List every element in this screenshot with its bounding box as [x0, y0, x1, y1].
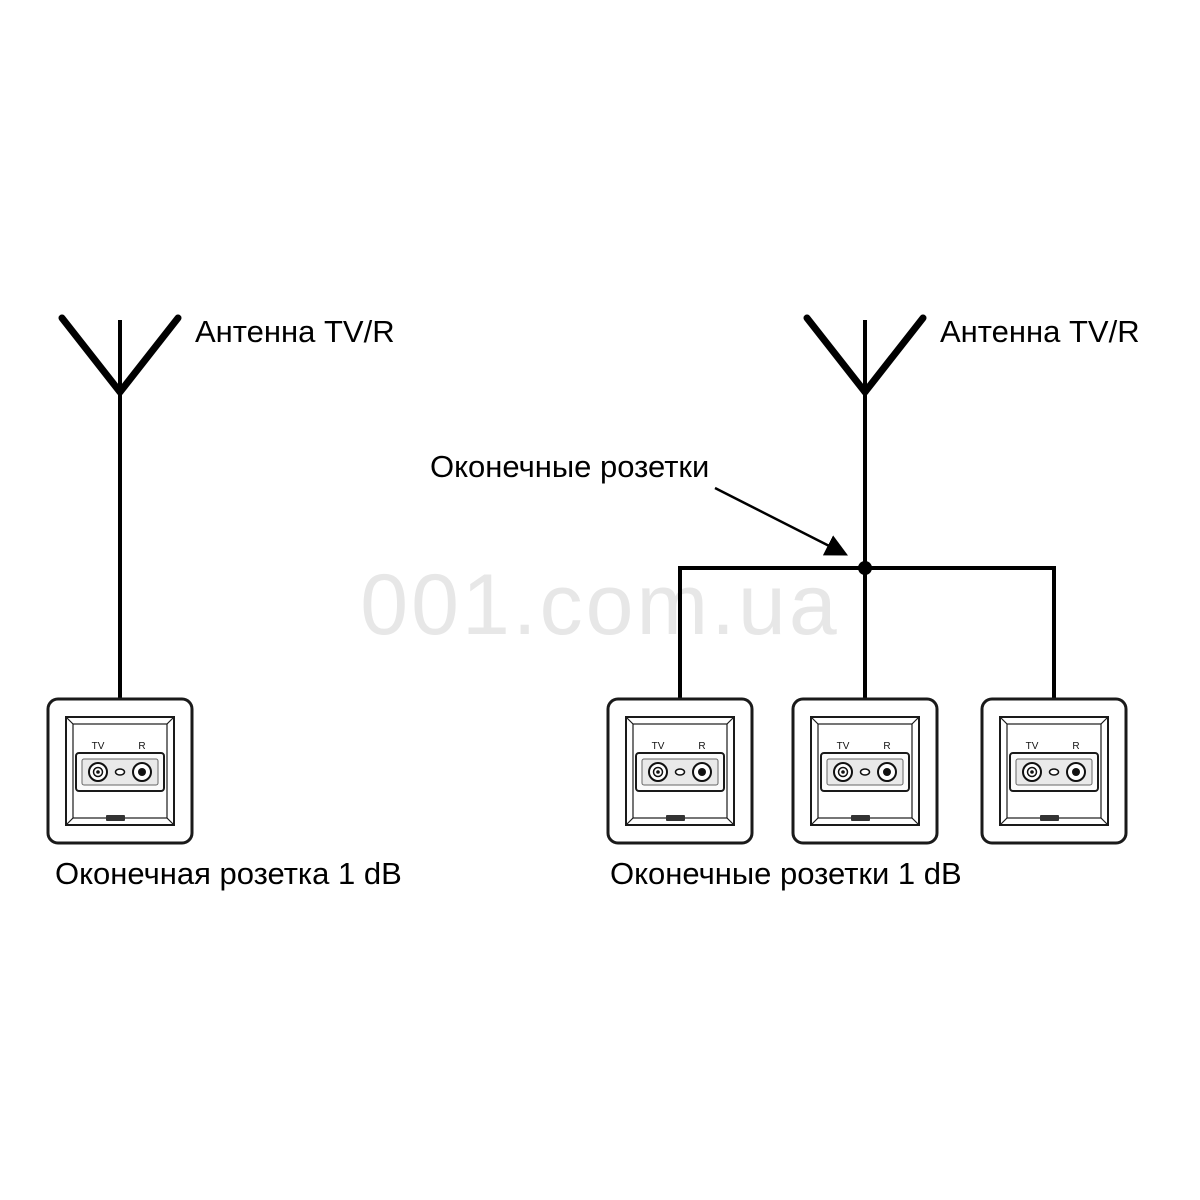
antenna-arm-left	[58, 314, 124, 396]
antenna-label: Антенна TV/R	[940, 314, 1140, 349]
callout-label: Оконечные розетки	[430, 449, 709, 484]
tv-socket	[46, 697, 194, 845]
antenna-arm-right	[861, 314, 927, 396]
antenna-arm-left	[803, 314, 869, 396]
left-caption: Оконечная розетка 1 dB	[55, 856, 402, 891]
watermark-text: 001.com.ua	[360, 557, 839, 653]
right-caption: Оконечные розетки 1 dB	[610, 856, 962, 891]
tv-socket	[791, 697, 939, 845]
callout-arrow	[714, 486, 849, 556]
antenna-arm-right	[116, 314, 182, 396]
antenna-label: Антенна TV/R	[195, 314, 395, 349]
tv-socket	[606, 697, 754, 845]
left-diagram: Антенна TV/R Оконечная розетка 1 dB	[46, 314, 402, 891]
antenna-icon	[803, 314, 927, 568]
tv-socket	[980, 697, 1128, 845]
right-diagram: Антенна TV/R Оконечные розетки Оконечные…	[430, 314, 1140, 891]
antenna-icon	[58, 314, 182, 698]
